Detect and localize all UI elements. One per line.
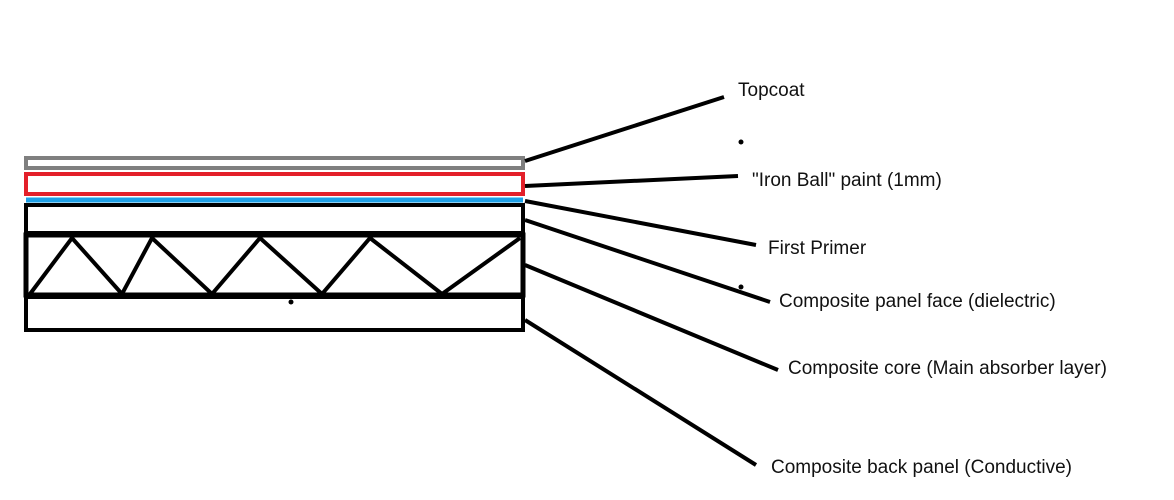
leader-back-panel	[523, 318, 758, 467]
composite-panel-face-layer	[24, 203, 525, 235]
leader-core	[524, 263, 779, 372]
stray-dot	[288, 299, 294, 305]
label-panel-face: Composite panel face (dielectric)	[779, 291, 1056, 312]
iron-ball-paint-layer	[24, 172, 525, 196]
stray-dot	[738, 284, 744, 290]
composite-core-truss	[28, 234, 522, 298]
label-iron-ball-paint: "Iron Ball" paint (1mm)	[752, 170, 942, 191]
leader-topcoat	[524, 95, 725, 163]
composite-core-layer	[23, 232, 526, 298]
leader-iron-ball-paint	[524, 174, 739, 188]
label-back-panel: Composite back panel (Conductive)	[771, 457, 1072, 478]
leader-panel-face	[524, 218, 771, 304]
label-first-primer: First Primer	[768, 238, 867, 259]
leader-first-primer	[524, 199, 757, 247]
stray-dot	[738, 139, 744, 145]
topcoat-layer	[24, 156, 525, 170]
label-topcoat: Topcoat	[738, 80, 805, 101]
label-core: Composite core (Main absorber layer)	[788, 358, 1107, 379]
composite-back-panel-layer	[24, 295, 525, 332]
